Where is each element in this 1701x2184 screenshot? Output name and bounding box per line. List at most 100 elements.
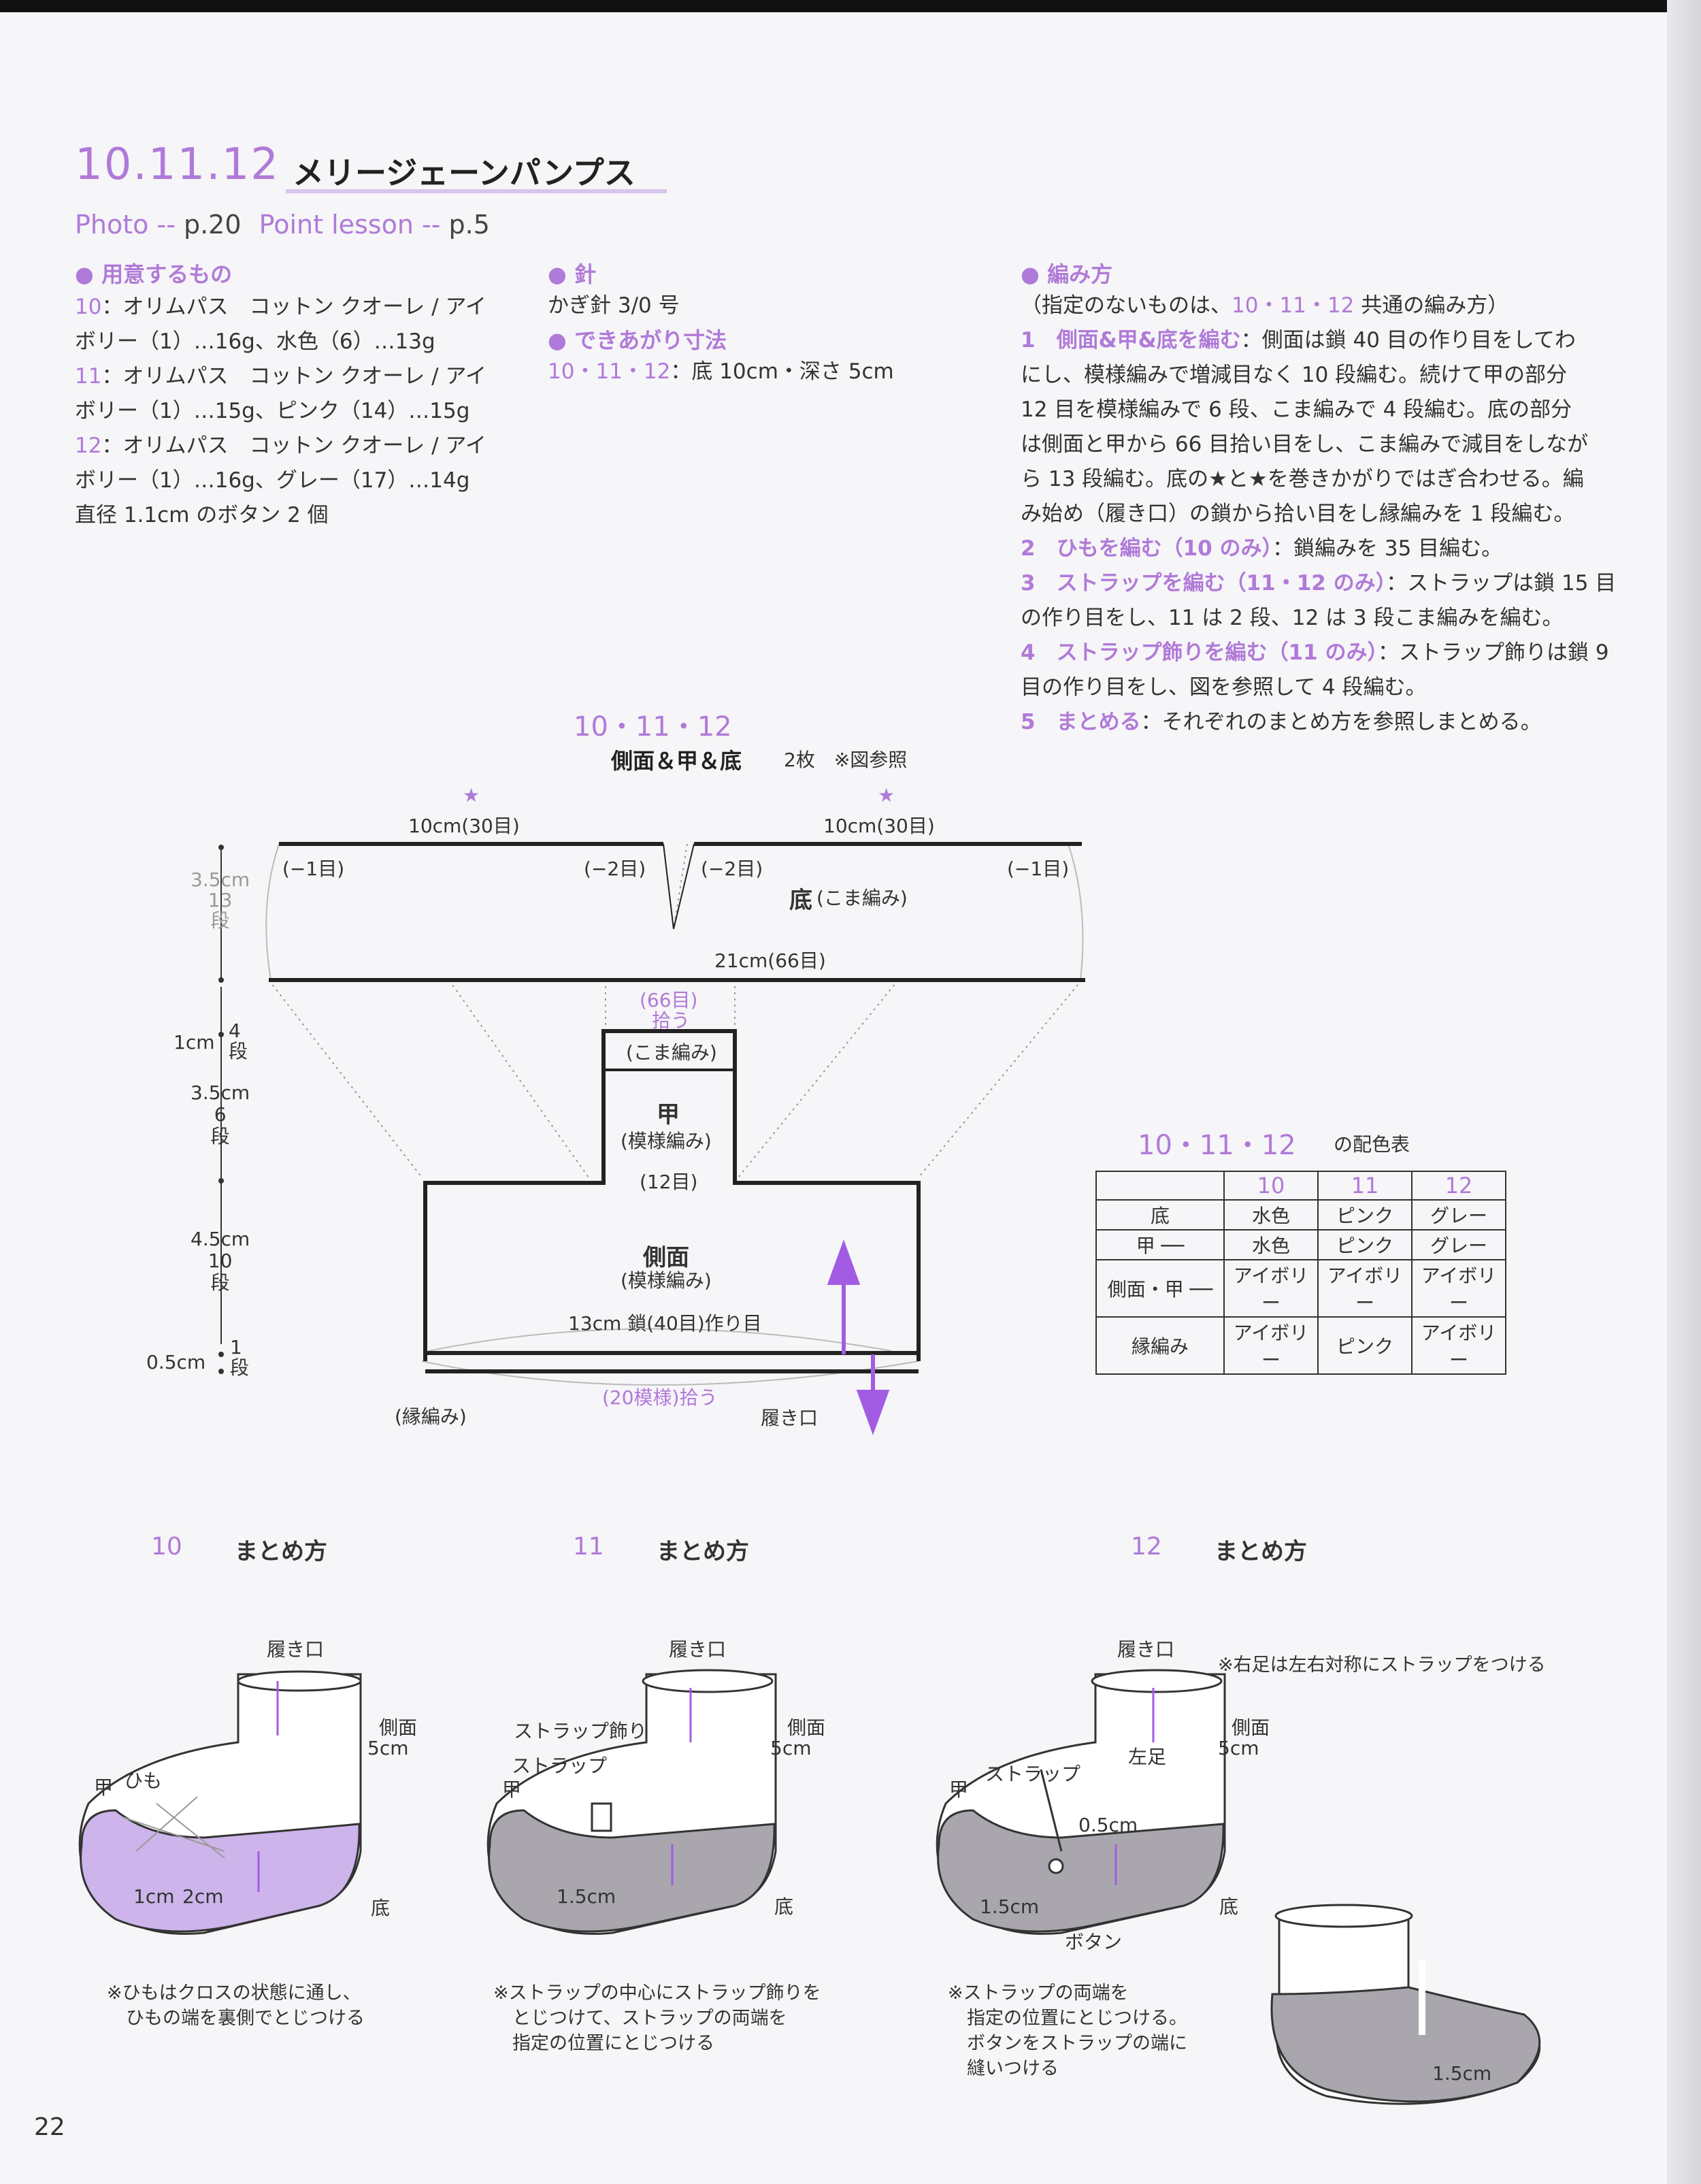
materials-heading: ● 用意するもの [75,261,233,287]
a11-strap: ストラップ [512,1755,608,1777]
top-right-width: 10cm(30目) [823,815,935,837]
a11-deco: ストラップ飾り [514,1720,648,1742]
method-step-line: 目の作り目をし、図を参照して 4 段編む。 [1021,675,1427,700]
instep-width: (12目) [640,1171,698,1193]
a12-m0: 0.5cm [1078,1814,1138,1836]
material-12: 12：オリムパス コットン クオーレ / アイ [75,434,486,458]
needle-value: かぎ針 3/0 号 [548,293,680,318]
instep-label: 甲 [657,1101,680,1128]
pattern-number: 10.11.12 [75,140,280,190]
a12-button: ボタン [1065,1931,1123,1953]
needle-section: ● 針 かぎ針 3/0 号 ● できあがり寸法 10・11・12：底 10cm・… [548,257,956,389]
star-left: ★ [463,784,480,806]
table-row: 甲 ──水色ピンクグレー [1095,1229,1506,1260]
edge-pickup: (20模様)拾う [602,1386,718,1409]
a11-side-height: 5cm [770,1737,812,1759]
diagram-subtitle: 側面＆甲＆底 [611,748,742,774]
a10-m1: 1cm [133,1885,175,1908]
a12-strap: ストラップ [985,1763,1081,1785]
material-10: 10：オリムパス コットン クオーレ / アイ [75,295,486,319]
table-row: 縁編みアイボリーピンクアイボリー [1095,1316,1506,1375]
material-11: 11：オリムパス コットン クオーレ / アイ [75,364,486,389]
a12-right-note: ※右足は左右対称にストラップをつける [1218,1655,1546,1676]
top-bar [0,0,1667,12]
dec-1a: (−1目) [282,858,345,880]
shoe-12-right [1270,1904,1541,2105]
a11-side: 側面 [787,1716,826,1739]
top-left-width: 10cm(30目) [408,815,520,837]
title-underline [286,189,667,193]
button-note: 直径 1.1cm のボタン 2 個 [75,503,329,527]
a12-side-height: 5cm [1218,1737,1259,1759]
edge-label: (縁編み) [395,1405,467,1428]
pattern-title: メリージェーンパンプス [293,154,635,191]
method-step-line: 4 ストラップ飾りを編む（11 のみ）：ストラップ飾りは鎖 9 [1021,640,1609,665]
a10-side-height: 5cm [367,1737,409,1759]
method-step-line: 1 側面&甲&底を編む：側面は鎖 40 目の作り目をしてわ [1021,328,1576,353]
method-step-line: 5 まとめる：それぞれのまとめ方を参照しまとめる。 [1021,710,1542,734]
star-right: ★ [878,784,895,806]
page-number: 22 [34,2113,65,2141]
instep-stitch: (模様編み) [621,1130,712,1152]
a12-opening: 履き口 [1117,1638,1175,1661]
a12-note: ※ストラップの両端を指定の位置にとじつける。ボタンをストラップの端に縫いつける [948,1983,1187,2079]
a12-side: 側面 [1232,1716,1270,1739]
method-section: ● 編み方 （指定のないものは、10・11・12 共通の編み方） 1 側面&甲&… [1021,257,1619,740]
shoe-11 [486,1669,777,1935]
a11-instep: 甲 [502,1778,522,1801]
a10-m2: 2cm [182,1885,224,1908]
dec-2a: (−2目) [584,858,646,880]
assembly-12-num: 12 [1131,1533,1162,1561]
method-step-line: にし、模様編みで増減目なく 10 段編む。続けて甲の部分 [1021,363,1568,387]
size-heading: ● できあがり寸法 [548,327,727,353]
method-steps: 1 側面&甲&底を編む：側面は鎖 40 目の作り目をしてわにし、模様編みで増減目… [1021,323,1619,740]
material-11-detail: ボリー（1）…15g、ピンク（14）…15g [75,399,470,423]
a12-left-foot: 左足 [1128,1746,1167,1768]
assembly-11-label: まとめ方 [657,1538,749,1565]
material-12-detail: ボリー（1）…16g、グレー（17）…14g [75,468,470,493]
chain-label: 13cm 鎖(40目)作り目 [568,1312,762,1335]
side-label: 側面 [643,1244,689,1271]
a12-m1: 1.5cm [980,1895,1040,1918]
method-step-line: ら 13 段編む。底の★と★を巻きかがりではぎ合わせる。編 [1021,467,1584,491]
a10-note: ※ひもはクロスの状態に通し、ひもの端を裏側でとじつける [107,1983,365,2029]
a11-m1: 1.5cm [557,1885,616,1908]
a10-sole: 底 [371,1897,391,1919]
a12-sole: 底 [1219,1895,1239,1918]
method-step-line: 12 目を模様編みで 6 段、こま編みで 4 段編む。底の部分 [1021,397,1572,422]
a12-m2: 1.5cm [1432,2062,1492,2085]
a11-note: ※ストラップの中心にストラップ飾りをとじつけて、ストラップの両端を指定の位置にと… [493,1983,821,2054]
a11-sole: 底 [774,1895,794,1918]
needle-heading: ● 針 [548,261,597,287]
pickup-count: (66目) [640,989,698,1011]
a12-instep: 甲 [949,1778,969,1801]
material-10-detail: ボリー（1）…16g、水色（6）…13g [75,329,435,354]
height-2: 1cm [174,1031,215,1054]
diagram-nums: 10・11・12 [574,711,732,743]
method-intro: （指定のないものは、10・11・12 共通の編み方） [1021,293,1509,318]
a10-instep: 甲 [94,1776,114,1799]
shoe-12 [936,1669,1226,1935]
method-step-line: 3 ストラップを編む（11・12 のみ）：ストラップは鎖 15 目 [1021,571,1617,596]
table-row: 側面・甲 ──アイボリーアイボリーアイボリー [1095,1259,1506,1318]
dec-2b: (−2目) [701,858,763,880]
height-5: 0.5cm [146,1351,206,1373]
page-edge-shadow [1667,0,1701,2184]
side-stitch: (模様編み) [621,1269,712,1292]
color-table-title: の配色表 [1334,1133,1410,1156]
pickup-label: 拾う [652,1009,691,1032]
color-table-nums: 10・11・12 [1138,1130,1296,1161]
table-row: 底水色ピンクグレー [1095,1199,1506,1230]
sole-stitch: (こま編み) [816,887,908,909]
a10-side: 側面 [379,1716,418,1739]
sole-width: 21cm(66目) [714,949,826,972]
assembly-12-label: まとめ方 [1215,1538,1307,1565]
